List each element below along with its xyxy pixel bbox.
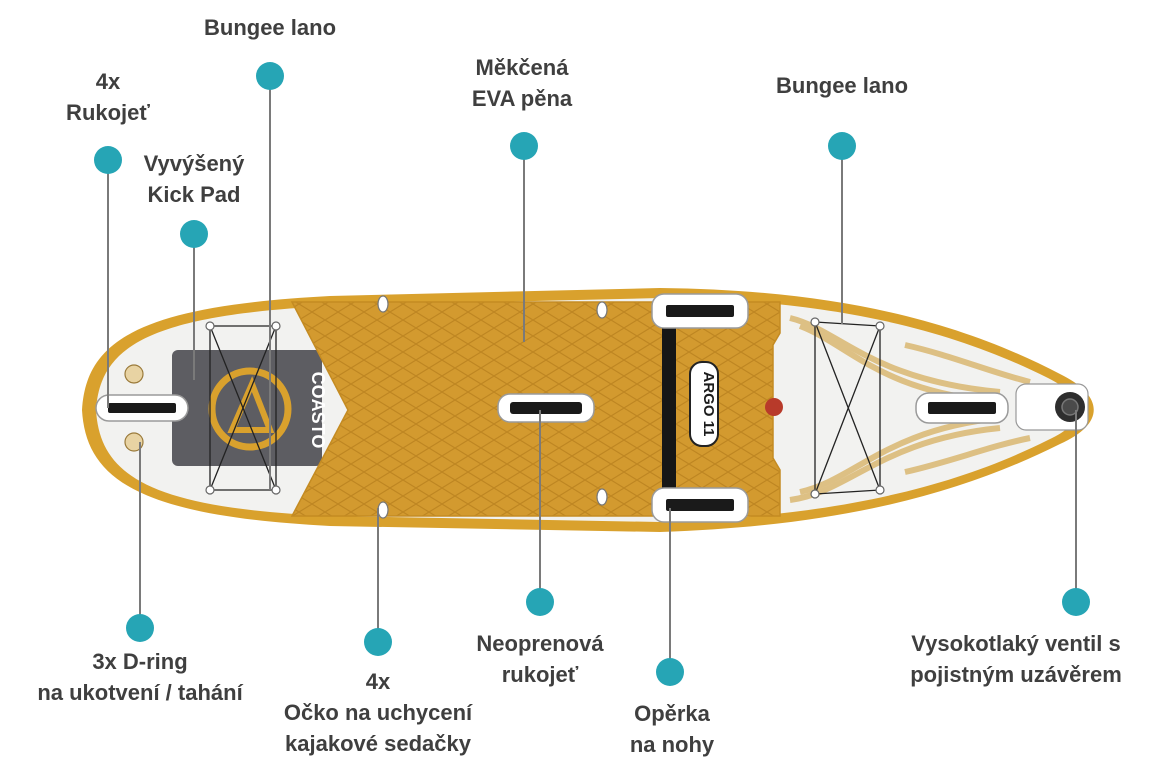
callout-dot-bungee-front bbox=[256, 62, 284, 90]
label-valve: Vysokotlaký ventil s pojistným uzávěrem bbox=[910, 631, 1122, 687]
label-handles: 4x Rukojeť bbox=[66, 69, 150, 125]
bungee-anchors bbox=[205, 317, 885, 499]
handle-straps bbox=[108, 305, 996, 511]
leader-eva-foam bbox=[523, 146, 525, 342]
label-footrest: Opěrka na nohy bbox=[629, 701, 715, 757]
model-badge bbox=[689, 361, 719, 447]
label-eva-foam: Měkčená EVA pěna bbox=[471, 55, 573, 111]
leader-handles bbox=[107, 160, 109, 408]
leader-d-rings bbox=[139, 442, 141, 628]
model-text: ARGO 11 bbox=[700, 371, 717, 436]
callout-dot-handles bbox=[94, 146, 122, 174]
label-bungee-nose: Bungee lano bbox=[775, 73, 909, 98]
leader-kick-pad bbox=[193, 234, 195, 380]
callout-dot-valve bbox=[1062, 588, 1090, 616]
label-d-rings: 3x D-ring na ukotvení / tahání bbox=[37, 649, 243, 705]
label-neoprene-handle: Neoprenová rukojeť bbox=[476, 631, 604, 687]
label-bungee-front: Bungee lano bbox=[203, 15, 337, 40]
callout-dot-eva-foam bbox=[510, 132, 538, 160]
bungee-front bbox=[209, 325, 277, 491]
callout-dot-bungee-nose bbox=[828, 132, 856, 160]
leader-seat-rings bbox=[377, 508, 379, 642]
callout-dot-footrest bbox=[656, 658, 684, 686]
leader-valve bbox=[1075, 410, 1077, 602]
leader-footrest bbox=[669, 508, 671, 672]
callout-dot-kick-pad bbox=[180, 220, 208, 248]
deck-brand-text: COASTO bbox=[308, 372, 328, 449]
seat-rings bbox=[377, 295, 608, 519]
leader-bungee-front bbox=[269, 76, 271, 490]
label-seat-rings: 4x Očko na uchycení kajakové sedačky bbox=[283, 669, 473, 756]
leader-neoprene-handle bbox=[539, 410, 541, 602]
callout-dot-neoprene-handle bbox=[526, 588, 554, 616]
callout-dot-d-rings bbox=[126, 614, 154, 642]
emblem bbox=[765, 398, 783, 416]
callout-dot-seat-rings bbox=[364, 628, 392, 656]
leader-bungee-nose bbox=[841, 146, 843, 324]
kick-pad-logo bbox=[208, 367, 292, 451]
bungee-nose bbox=[814, 321, 881, 495]
footrest-bar bbox=[662, 312, 676, 508]
label-kick-pad: Vyvýšený Kick Pad bbox=[143, 151, 245, 207]
valve bbox=[1015, 383, 1089, 431]
